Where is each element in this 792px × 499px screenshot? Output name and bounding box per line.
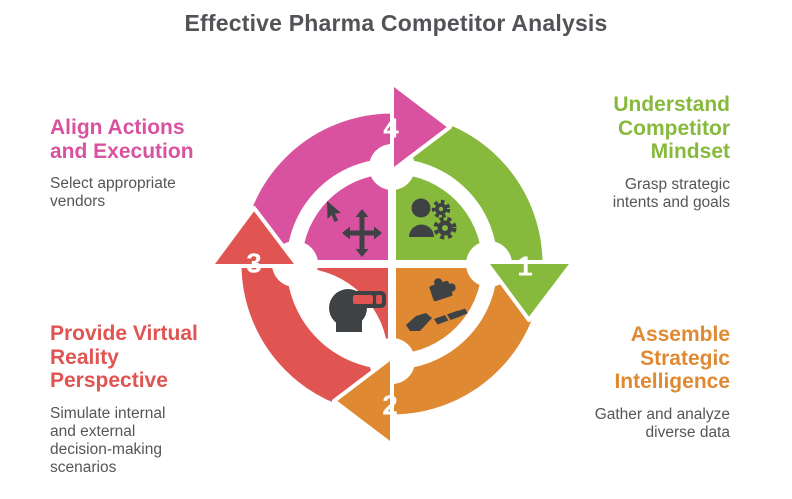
step-1-heading: Understand Competitor Mindset [613, 93, 730, 164]
person-gears-icon [409, 198, 457, 240]
move-arrows-icon [327, 201, 382, 257]
open-hand-shape [406, 308, 468, 331]
page-title: Effective Pharma Competitor Analysis [184, 10, 608, 36]
step-2-arrowhead [332, 355, 394, 447]
cursor-arrow-shape [327, 201, 341, 222]
gear-small [431, 199, 451, 219]
step-2-heading: Assemble Strategic Intelligence [614, 323, 730, 394]
step-4-arrowhead [390, 81, 452, 173]
step-4-description: Select appropriate vendors [50, 175, 176, 211]
step-3-inner-quadrant [302, 268, 388, 354]
step-3-arrowhead [209, 206, 300, 268]
step-2-description: Gather and analyze diverse data [594, 406, 730, 442]
step-4-heading: Align Actions and Execution [50, 116, 194, 163]
puzzle-piece-shape [429, 278, 456, 302]
step-2-number: 2 [382, 390, 398, 421]
vr-headset-icon [329, 289, 386, 332]
step-1-inner-quadrant [396, 174, 482, 260]
step-3-number: 3 [246, 248, 262, 279]
step-3-label: Provide Virtual Reality Perspective Simu… [50, 322, 226, 477]
step-1-number: 1 [517, 251, 533, 282]
gear-large [433, 216, 457, 240]
step-3-heading: Provide Virtual Reality Perspective [50, 322, 198, 393]
hand-puzzle-icon [406, 278, 468, 331]
step-1-description: Grasp strategic intents and goals [612, 176, 730, 212]
step-4-number: 4 [383, 113, 399, 144]
step-1-arrowhead [484, 260, 575, 322]
step-4-label: Align Actions and Execution Select appro… [50, 116, 226, 211]
step-1-label: Understand Competitor Mindset Grasp stra… [550, 93, 730, 212]
step-2-inner-quadrant [396, 268, 482, 354]
step-2-label: Assemble Strategic Intelligence Gather a… [550, 323, 730, 442]
step-4-inner-quadrant [302, 174, 388, 260]
step-3-description: Simulate internal and external decision-… [50, 405, 166, 477]
